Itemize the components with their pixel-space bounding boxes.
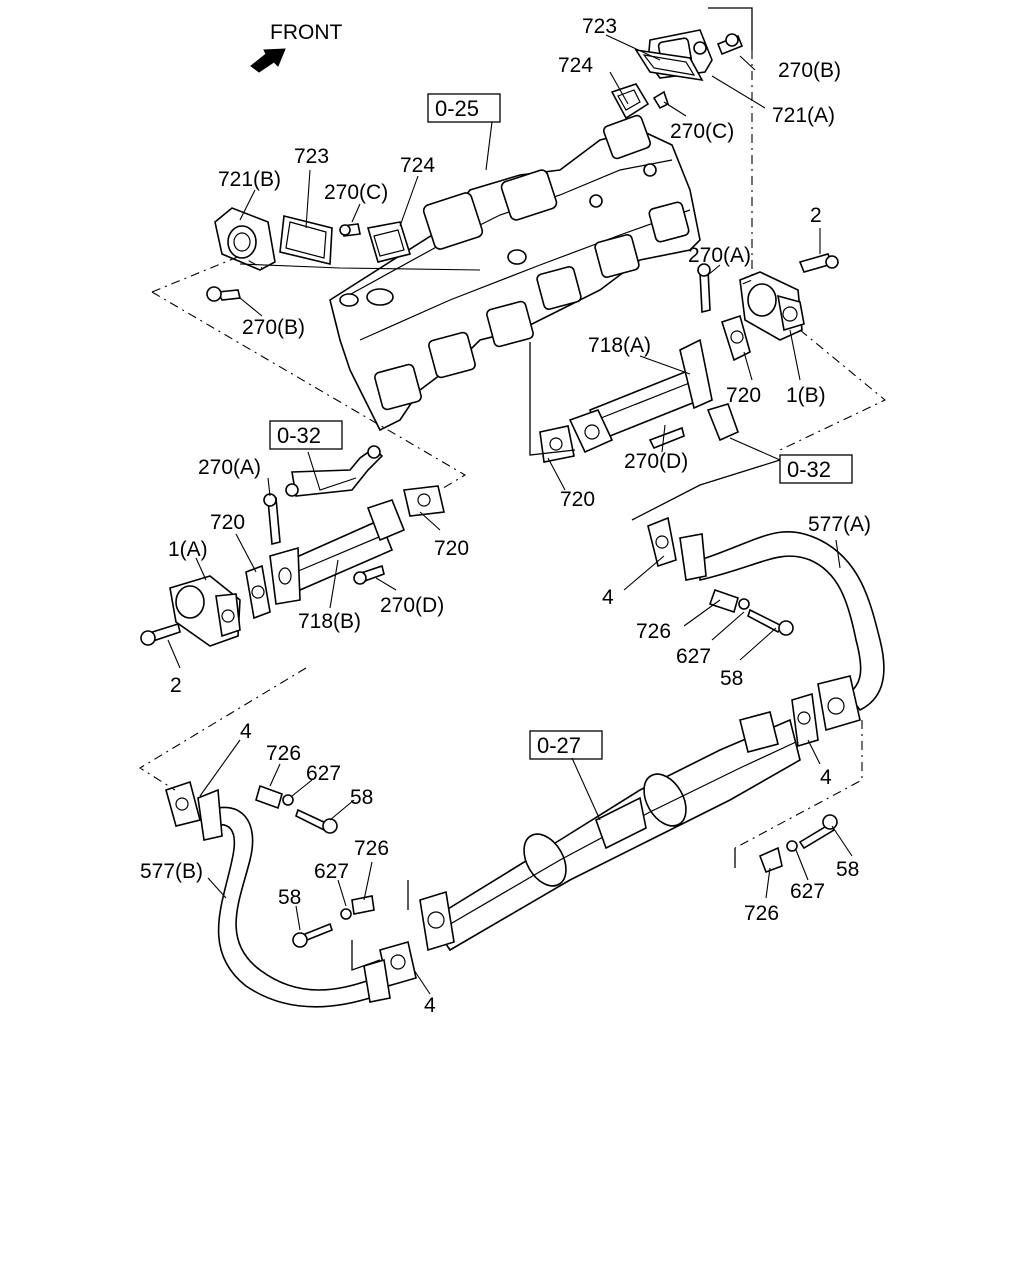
callout-627: 627 <box>306 762 341 785</box>
callout-58: 58 <box>720 667 743 690</box>
callout-726: 726 <box>266 742 301 765</box>
egr-pipe-577b <box>165 780 417 1008</box>
front-indicator: FRONT <box>250 21 342 73</box>
callout-2: 2 <box>170 674 182 697</box>
ref-box-0-32-right: 0-32 <box>779 454 853 484</box>
callout-4: 4 <box>820 766 832 789</box>
side-cover-assembly <box>206 207 481 302</box>
egr-cooler-lower <box>140 445 445 647</box>
callout-270a: 270(A) <box>688 244 751 267</box>
ref-label-0-25: 0-25 <box>435 96 479 121</box>
intake-manifold <box>329 114 701 432</box>
ref-box-0-27: 0-27 <box>529 730 603 760</box>
callout-270b: 270(B) <box>242 316 305 339</box>
callout-270b: 270(B) <box>778 59 841 82</box>
callout-723: 723 <box>294 145 329 168</box>
fastener-set-lower-right <box>758 814 838 874</box>
exhaust-pipe <box>419 711 801 952</box>
callout-58: 58 <box>278 886 301 909</box>
part-callouts: 723 724 270(B) 721(A) 270(C) 723 721(B) … <box>140 15 871 1017</box>
egr-pipe-577a <box>647 516 885 748</box>
callout-270d: 270(D) <box>380 594 444 617</box>
callout-721a: 721(A) <box>772 104 835 127</box>
egr-cooler-upper <box>539 253 839 463</box>
front-label: FRONT <box>270 21 342 44</box>
ref-box-0-25: 0-25 <box>427 93 501 123</box>
callout-4: 4 <box>240 720 252 743</box>
callout-58: 58 <box>350 786 373 809</box>
callout-2: 2 <box>810 204 822 227</box>
callout-577b: 577(B) <box>140 860 203 883</box>
callout-724: 724 <box>400 154 435 177</box>
ref-box-0-32-left: 0-32 <box>269 420 343 450</box>
callout-726: 726 <box>354 837 389 860</box>
callout-627: 627 <box>790 880 825 903</box>
callout-270c: 270(C) <box>670 120 734 143</box>
assembly-guide-lines <box>138 7 887 995</box>
callout-627: 627 <box>314 860 349 883</box>
callout-720: 720 <box>210 511 245 534</box>
callout-627: 627 <box>676 645 711 668</box>
front-arrow-icon <box>250 48 286 73</box>
ref-label-0-27: 0-27 <box>537 733 581 758</box>
callout-720: 720 <box>434 537 469 560</box>
callout-58: 58 <box>836 858 859 881</box>
ref-label-0-32-left: 0-32 <box>277 423 321 448</box>
ref-label-0-32-right: 0-32 <box>787 457 831 482</box>
callout-720: 720 <box>560 488 595 511</box>
callout-270a: 270(A) <box>198 456 261 479</box>
callout-1a: 1(A) <box>168 538 208 561</box>
upper-cover-assembly <box>610 29 744 120</box>
callout-720: 720 <box>726 384 761 407</box>
callout-270d: 270(D) <box>624 450 688 473</box>
callout-726: 726 <box>744 902 779 925</box>
callout-4: 4 <box>602 586 614 609</box>
callout-4: 4 <box>424 994 436 1017</box>
callout-718b: 718(B) <box>298 610 361 633</box>
callout-718a: 718(A) <box>588 334 651 357</box>
callout-721b: 721(B) <box>218 168 281 191</box>
callout-726: 726 <box>636 620 671 643</box>
callout-270c: 270(C) <box>324 181 388 204</box>
callout-724: 724 <box>558 54 593 77</box>
callout-577a: 577(A) <box>808 513 871 536</box>
callout-723: 723 <box>582 15 617 38</box>
callout-1b: 1(B) <box>786 384 826 407</box>
